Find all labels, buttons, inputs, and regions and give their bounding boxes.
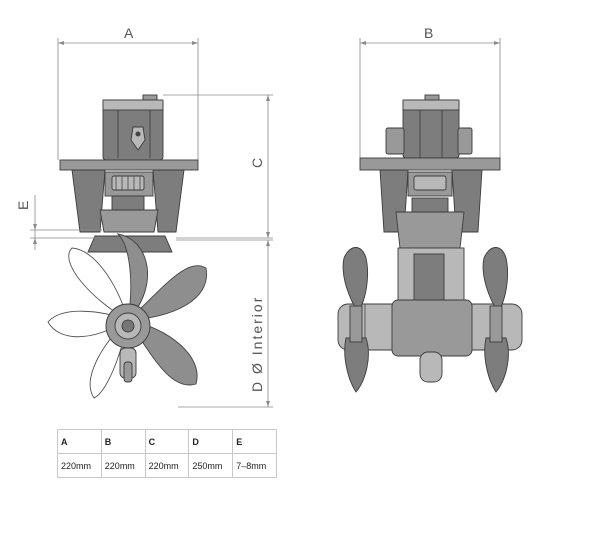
gear-leg	[71, 169, 185, 253]
tunnel-housing	[337, 299, 523, 383]
dimension-c-label: C	[249, 158, 265, 168]
dimension-b: B	[359, 25, 501, 160]
mounting-flange-front	[359, 157, 501, 171]
dimension-e-label: E	[15, 201, 31, 210]
dimension-a: A	[57, 25, 199, 160]
spec-header-b: B	[100, 429, 146, 454]
spec-header-c: C	[144, 429, 190, 454]
spec-header-e: E	[232, 429, 277, 454]
motor-front	[385, 94, 473, 159]
propeller-side	[47, 233, 207, 399]
spec-header-a: A	[57, 429, 102, 454]
spec-value-b: 220mm	[100, 453, 146, 478]
motor	[102, 94, 164, 161]
front-view: B	[337, 25, 523, 393]
dimension-d-label: D Ø Interior	[249, 296, 265, 392]
dimension-d: D Ø Interior	[176, 239, 273, 408]
dimension-c: C	[163, 94, 273, 239]
dimension-e: E	[15, 195, 102, 250]
propeller-left	[342, 247, 369, 393]
spec-table-value-row: 220mm 220mm 220mm 250mm 7–8mm	[57, 453, 277, 478]
spec-header-d: D	[188, 429, 234, 454]
side-view: A	[15, 25, 273, 408]
dimension-b-label: B	[424, 25, 433, 41]
dimension-a-label: A	[124, 25, 134, 41]
mounting-flange	[59, 159, 199, 171]
specification-table: A B C D E 220mm 220mm 220mm 250mm 7–8mm	[57, 429, 277, 478]
spec-table-header-row: A B C D E	[57, 429, 277, 454]
propeller-right	[482, 247, 509, 393]
spec-value-e: 7–8mm	[232, 453, 277, 478]
gear-leg-front	[379, 169, 483, 309]
spec-value-c: 220mm	[144, 453, 190, 478]
spec-value-a: 220mm	[57, 453, 102, 478]
spec-value-d: 250mm	[188, 453, 234, 478]
